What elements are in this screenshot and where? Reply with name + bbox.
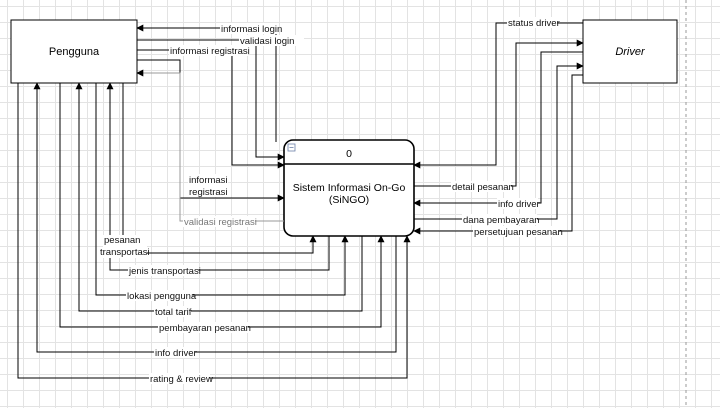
label-pembayaran-pesanan: pembayaran pesanan — [159, 323, 251, 334]
process-number: 0 — [346, 148, 352, 160]
label-rating-review: rating & review — [150, 374, 213, 385]
label-total-tarif: total tarif — [155, 307, 192, 318]
entity-pengguna-label: Pengguna — [49, 46, 100, 58]
label-detail-pesanan: detail pesanan — [452, 182, 514, 193]
flow-labels: informasi login validasi login informasi… — [100, 17, 563, 385]
label-lokasi-pengguna: lokasi pengguna — [127, 291, 197, 302]
label-informasi-registrasi-mid-1: informasi — [189, 175, 228, 186]
flow-validasi-login[interactable] — [137, 39, 285, 161]
entity-pengguna[interactable]: Pengguna — [10, 19, 138, 84]
label-dana-pembayaran: dana pembayaran — [463, 215, 540, 226]
flow-info-driver-right[interactable] — [413, 51, 583, 207]
label-info-driver-bottom: info driver — [155, 348, 197, 359]
label-validasi-registrasi: validasi registrasi — [184, 217, 257, 228]
entity-driver[interactable]: Driver — [582, 19, 678, 84]
label-informasi-login: informasi login — [221, 24, 282, 35]
process-sistem-informasi[interactable]: 0 Sistem Informasi On-Go (SiNGO) — [283, 139, 415, 237]
entity-driver-label: Driver — [615, 46, 646, 58]
flow-validasi-registrasi[interactable] — [136, 69, 284, 222]
label-jenis-transportasi: jenis transportasi — [128, 266, 201, 277]
label-pesanan-transportasi-2: transportasi — [100, 247, 150, 258]
label-informasi-registrasi-mid-2: registrasi — [189, 187, 228, 198]
label-validasi-login: validasi login — [240, 36, 294, 47]
process-name-line1: Sistem Informasi On-Go — [293, 182, 406, 194]
flow-pesanan-transportasi[interactable] — [122, 83, 317, 254]
label-informasi-registrasi-top: informasi registrasi — [170, 46, 250, 57]
label-persetujuan-pesanan: persetujuan pesanan — [474, 227, 563, 238]
flow-info-driver-bottom[interactable] — [33, 82, 397, 353]
flow-status-driver[interactable] — [413, 22, 583, 169]
flow-total-tarif[interactable] — [75, 82, 363, 312]
process-name-line2: (SiNGO) — [329, 194, 369, 206]
flow-dana-pembayaran[interactable] — [414, 62, 584, 220]
label-pesanan-transportasi-1: pesanan — [104, 235, 140, 246]
flow-jenis-transportasi[interactable] — [106, 82, 330, 271]
label-status-driver: status driver — [508, 18, 560, 29]
flow-lokasi-pengguna[interactable] — [95, 83, 349, 296]
flow-informasi-registrasi-top[interactable] — [137, 49, 285, 169]
label-info-driver-right: info driver — [498, 199, 540, 210]
flow-rating-review[interactable] — [17, 83, 411, 379]
